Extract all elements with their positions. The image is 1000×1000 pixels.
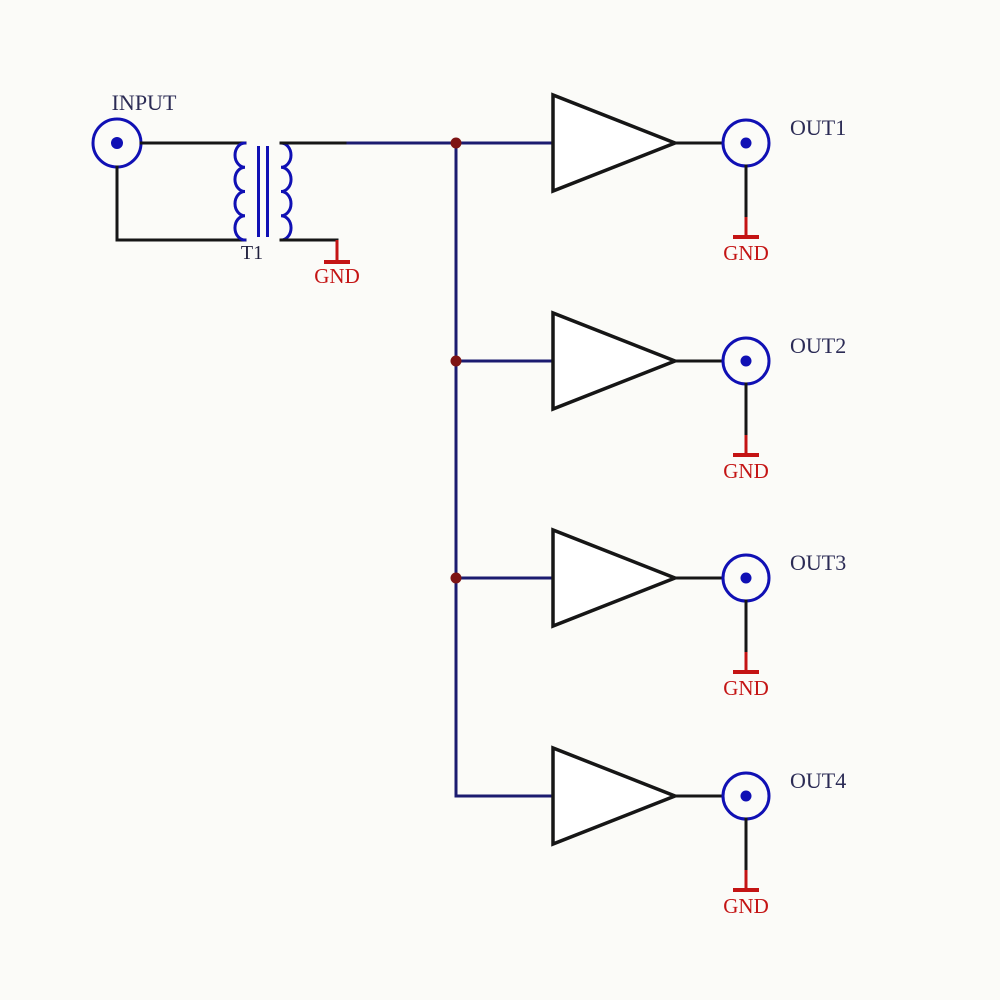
output-channel-2: OUT2 GND [454,310,846,483]
transformer-primary-coil-icon [233,141,247,242]
transformer-secondary-coil-icon [279,141,293,242]
input-label: INPUT [112,90,177,115]
out2-ground-label: GND [723,459,769,483]
out1-ground-label: GND [723,241,769,265]
out1-label: OUT1 [790,115,846,140]
output-channel-4: OUT4 GND [454,745,846,918]
out3-label: OUT3 [790,550,846,575]
out4-ground-label: GND [723,894,769,918]
transformer-ground-label: GND [314,264,360,288]
out4-label: OUT4 [790,768,846,793]
transformer-ground-group: GND [314,240,360,288]
out3-connector-pin-icon [740,572,752,584]
transformer-icon: T1 [233,141,293,264]
out2-connector-pin-icon [740,355,752,367]
out1-connector-pin-icon [740,137,752,149]
transformer-label: T1 [241,242,263,264]
input-return-wire [115,165,247,242]
amplifier-icon [551,310,680,412]
junction-dot-icon [450,137,462,149]
amplifier-icon [551,92,680,194]
amplifier-icon [551,527,680,629]
input-connector-pin-icon [111,137,123,149]
amplifier-icon [551,745,680,847]
out2-label: OUT2 [790,333,846,358]
out4-connector-pin-icon [740,790,752,802]
input-connector-group: INPUT [91,90,177,169]
output-channel-1: OUT1 GND [454,92,846,265]
output-channel-3: OUT3 GND [454,527,846,700]
out3-ground-label: GND [723,676,769,700]
junction-dot-icon [450,355,462,367]
junction-dot-icon [450,572,462,584]
